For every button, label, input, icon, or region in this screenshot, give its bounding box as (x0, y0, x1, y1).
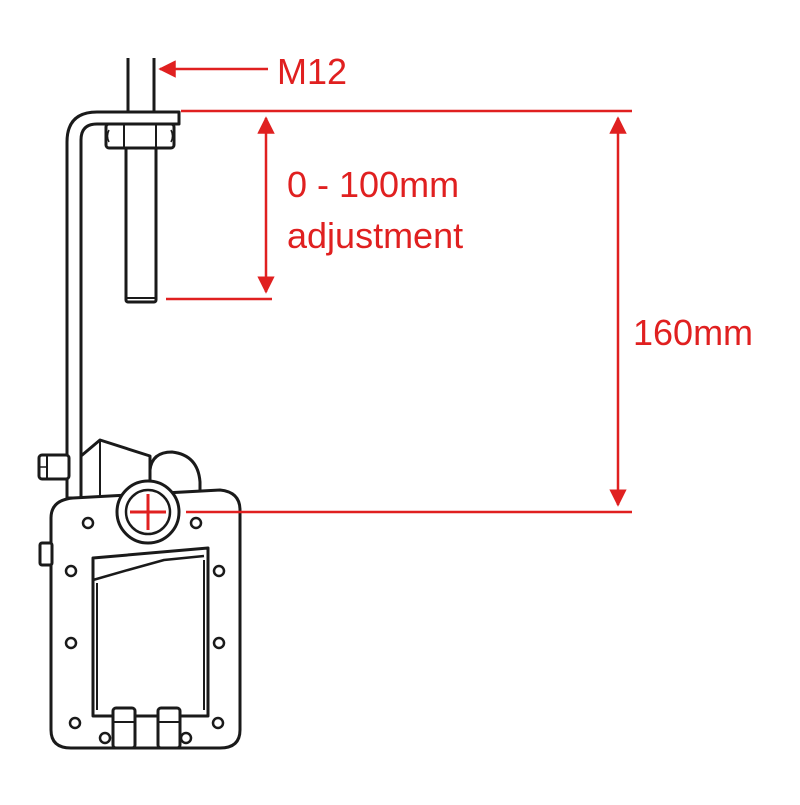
thread-size-label: M12 (277, 51, 347, 92)
height-label: 160mm (633, 312, 753, 353)
adjustment-range-label: 0 - 100mm (287, 164, 459, 205)
support-arm (65, 110, 181, 500)
mounting-plate (38, 488, 242, 750)
side-bolt (37, 453, 71, 481)
hex-nut (104, 122, 176, 150)
adjustment-label: adjustment (287, 215, 463, 256)
bracket-drawing (37, 58, 242, 750)
dimension-lines (130, 60, 632, 530)
threaded-rod (124, 58, 158, 304)
